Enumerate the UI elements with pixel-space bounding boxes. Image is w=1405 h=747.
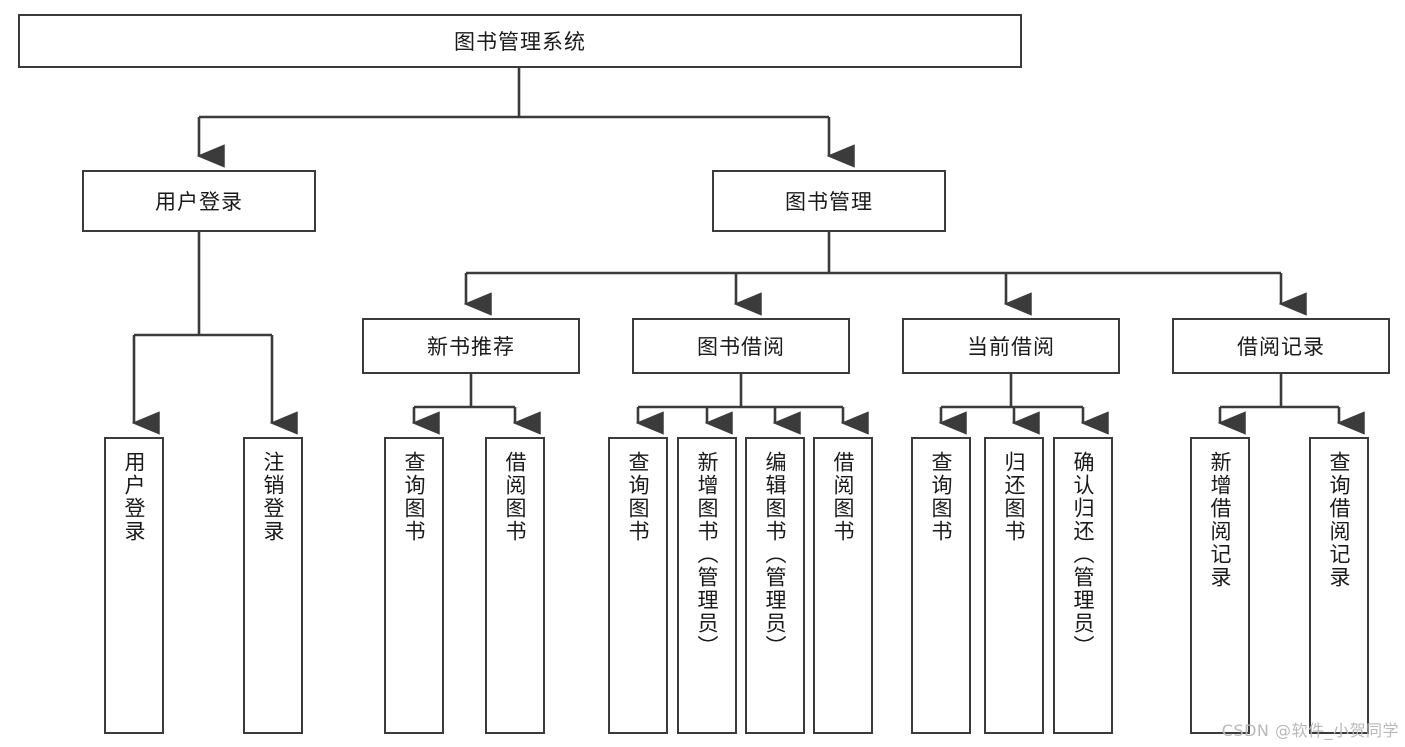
leaf-borrow-book-recommend[interactable]: 借阅图书 <box>485 437 545 734</box>
leaf-label: 用户登录 <box>122 451 147 543</box>
leaf-label: 新增图书（管理员） <box>695 451 720 658</box>
node-book-management-label: 图书管理 <box>785 190 873 214</box>
leaf-query-book-borrow[interactable]: 查询图书 <box>608 437 668 734</box>
leaf-label: 借阅图书 <box>831 451 856 543</box>
node-new-book-recommend-label: 新书推荐 <box>427 335 515 359</box>
leaf-label: 查询图书 <box>402 451 427 543</box>
leaf-label: 查询图书 <box>626 451 651 543</box>
leaf-return-book[interactable]: 归还图书 <box>984 437 1044 734</box>
node-current-borrow-label: 当前借阅 <box>967 335 1055 359</box>
node-book-borrow-label: 图书借阅 <box>697 335 785 359</box>
leaf-label: 注销登录 <box>261 451 286 543</box>
leaf-logout[interactable]: 注销登录 <box>243 437 303 734</box>
node-book-borrow[interactable]: 图书借阅 <box>632 318 850 374</box>
node-borrow-record[interactable]: 借阅记录 <box>1172 318 1390 374</box>
leaf-label: 归还图书 <box>1002 451 1027 543</box>
leaf-label: 查询借阅记录 <box>1327 451 1352 589</box>
leaf-confirm-return-admin[interactable]: 确认归还（管理员） <box>1053 437 1113 734</box>
leaf-label: 查询图书 <box>929 451 954 543</box>
node-borrow-record-label: 借阅记录 <box>1237 335 1325 359</box>
node-new-book-recommend[interactable]: 新书推荐 <box>362 318 580 374</box>
leaf-query-book-recommend[interactable]: 查询图书 <box>384 437 444 734</box>
leaf-query-borrow-record[interactable]: 查询借阅记录 <box>1309 437 1369 734</box>
node-root[interactable]: 图书管理系统 <box>18 14 1022 68</box>
leaf-label: 确认归还（管理员） <box>1071 451 1096 658</box>
leaf-label: 借阅图书 <box>503 451 528 543</box>
node-root-label: 图书管理系统 <box>454 30 586 54</box>
node-user-login-label: 用户登录 <box>155 190 243 214</box>
leaf-label: 编辑图书（管理员） <box>763 451 788 658</box>
node-user-login[interactable]: 用户登录 <box>82 170 316 232</box>
watermark: CSDN @软件_小贺同学 <box>1221 721 1399 740</box>
node-book-management[interactable]: 图书管理 <box>712 170 946 232</box>
node-current-borrow[interactable]: 当前借阅 <box>902 318 1120 374</box>
leaf-user-login[interactable]: 用户登录 <box>104 437 164 734</box>
leaf-edit-book-admin[interactable]: 编辑图书（管理员） <box>745 437 805 734</box>
leaf-add-book-admin[interactable]: 新增图书（管理员） <box>677 437 737 734</box>
leaf-query-book-current[interactable]: 查询图书 <box>911 437 971 734</box>
leaf-add-borrow-record[interactable]: 新增借阅记录 <box>1190 437 1250 734</box>
leaf-borrow-book[interactable]: 借阅图书 <box>813 437 873 734</box>
leaf-label: 新增借阅记录 <box>1208 451 1233 589</box>
